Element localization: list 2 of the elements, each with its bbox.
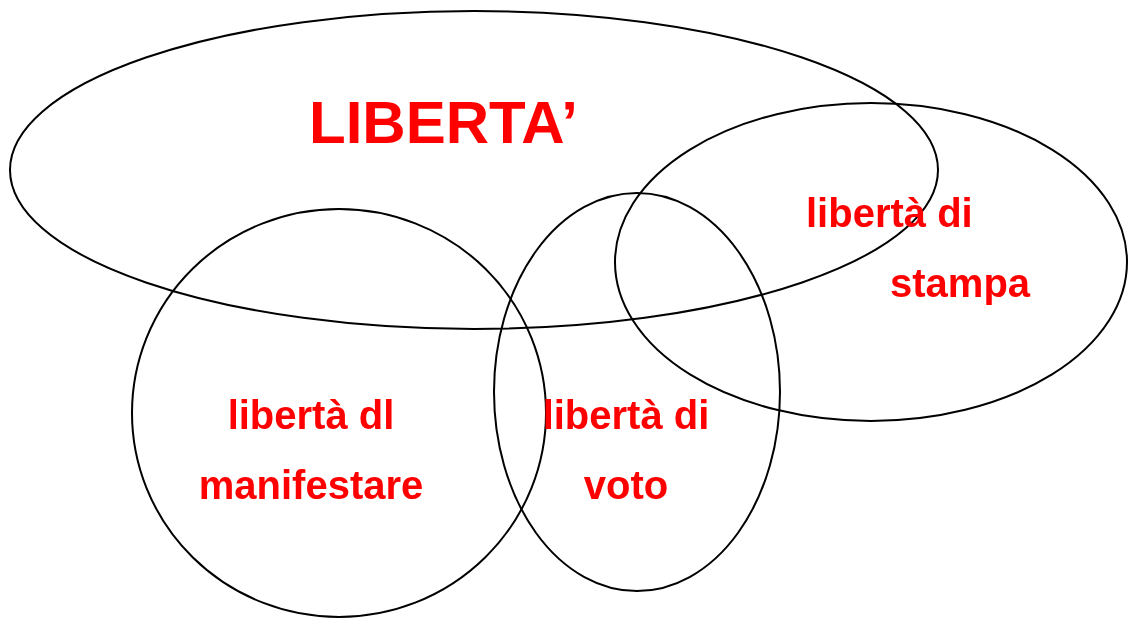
title-text: LIBERTA’ xyxy=(309,88,579,158)
set-label: libertà dl manifestare xyxy=(197,392,425,509)
